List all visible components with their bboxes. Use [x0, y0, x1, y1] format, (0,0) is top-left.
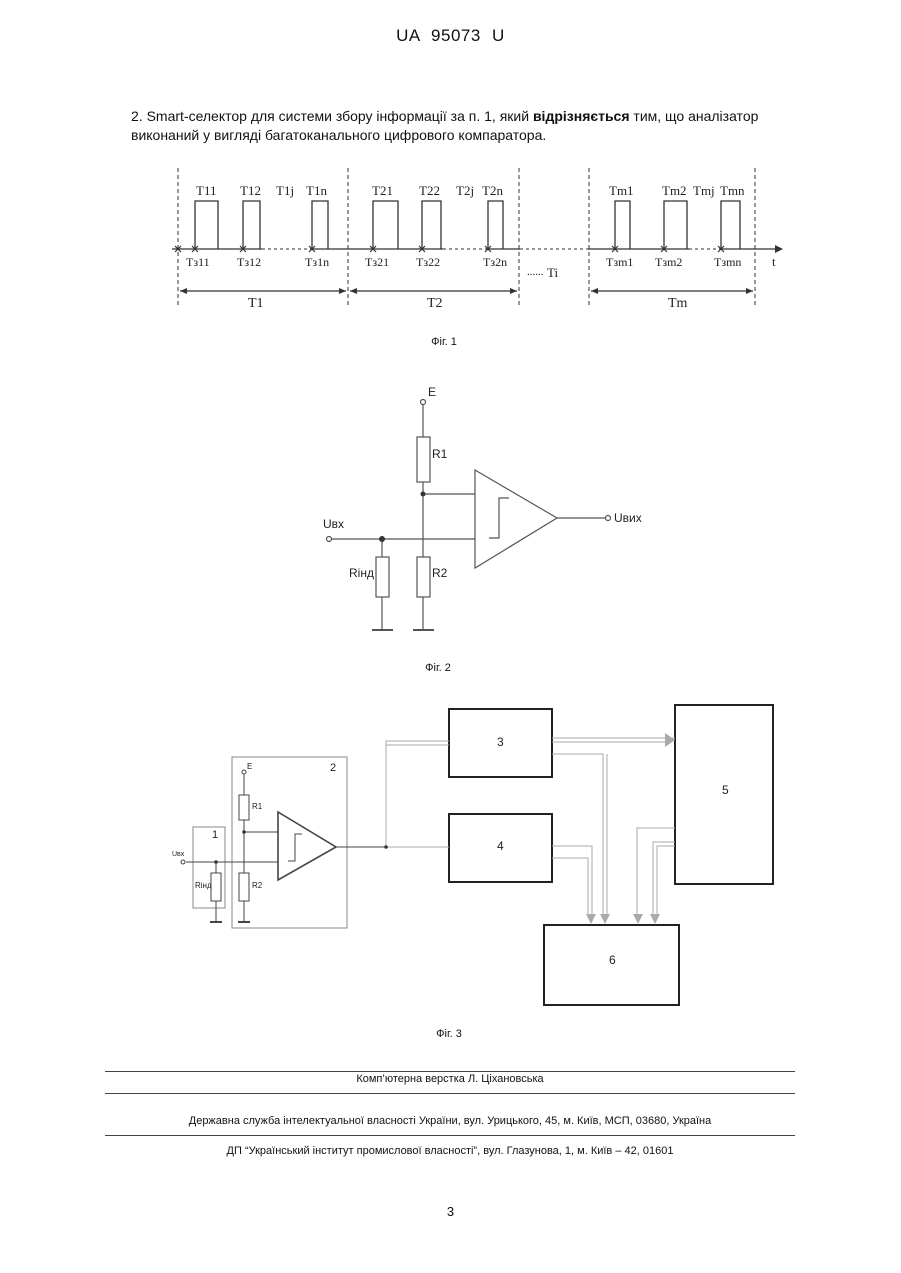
fig3-supply-label: E: [247, 762, 252, 771]
block-4-label: 4: [497, 839, 504, 853]
footer-divider-3: [105, 1135, 795, 1136]
footer-agency: Державна служба інтелектуальної власност…: [105, 1115, 795, 1127]
block-1: [193, 827, 225, 908]
page-number: 3: [0, 1204, 901, 1219]
fig3-r1-label: R1: [252, 802, 263, 811]
block-5-label: 5: [722, 783, 729, 797]
footer-typesetting: Комп’ютерна верстка Л. Ціхановська: [105, 1073, 795, 1085]
figure-3-caption: Фіг. 3: [399, 1028, 499, 1040]
fig3-r2-label: R2: [252, 881, 263, 890]
block-6-label: 6: [609, 953, 616, 967]
fig3-uin-label: Uвх: [172, 851, 185, 858]
footer-divider-1: [105, 1071, 795, 1072]
block-2-label: 2: [330, 762, 336, 774]
footer-institute: ДП “Український інститут промислової вла…: [105, 1145, 795, 1157]
footer-divider-2: [105, 1093, 795, 1094]
block-1-label: 1: [212, 829, 218, 841]
block-3-label: 3: [497, 735, 504, 749]
fig3-rind-label: Rінд: [195, 881, 212, 890]
